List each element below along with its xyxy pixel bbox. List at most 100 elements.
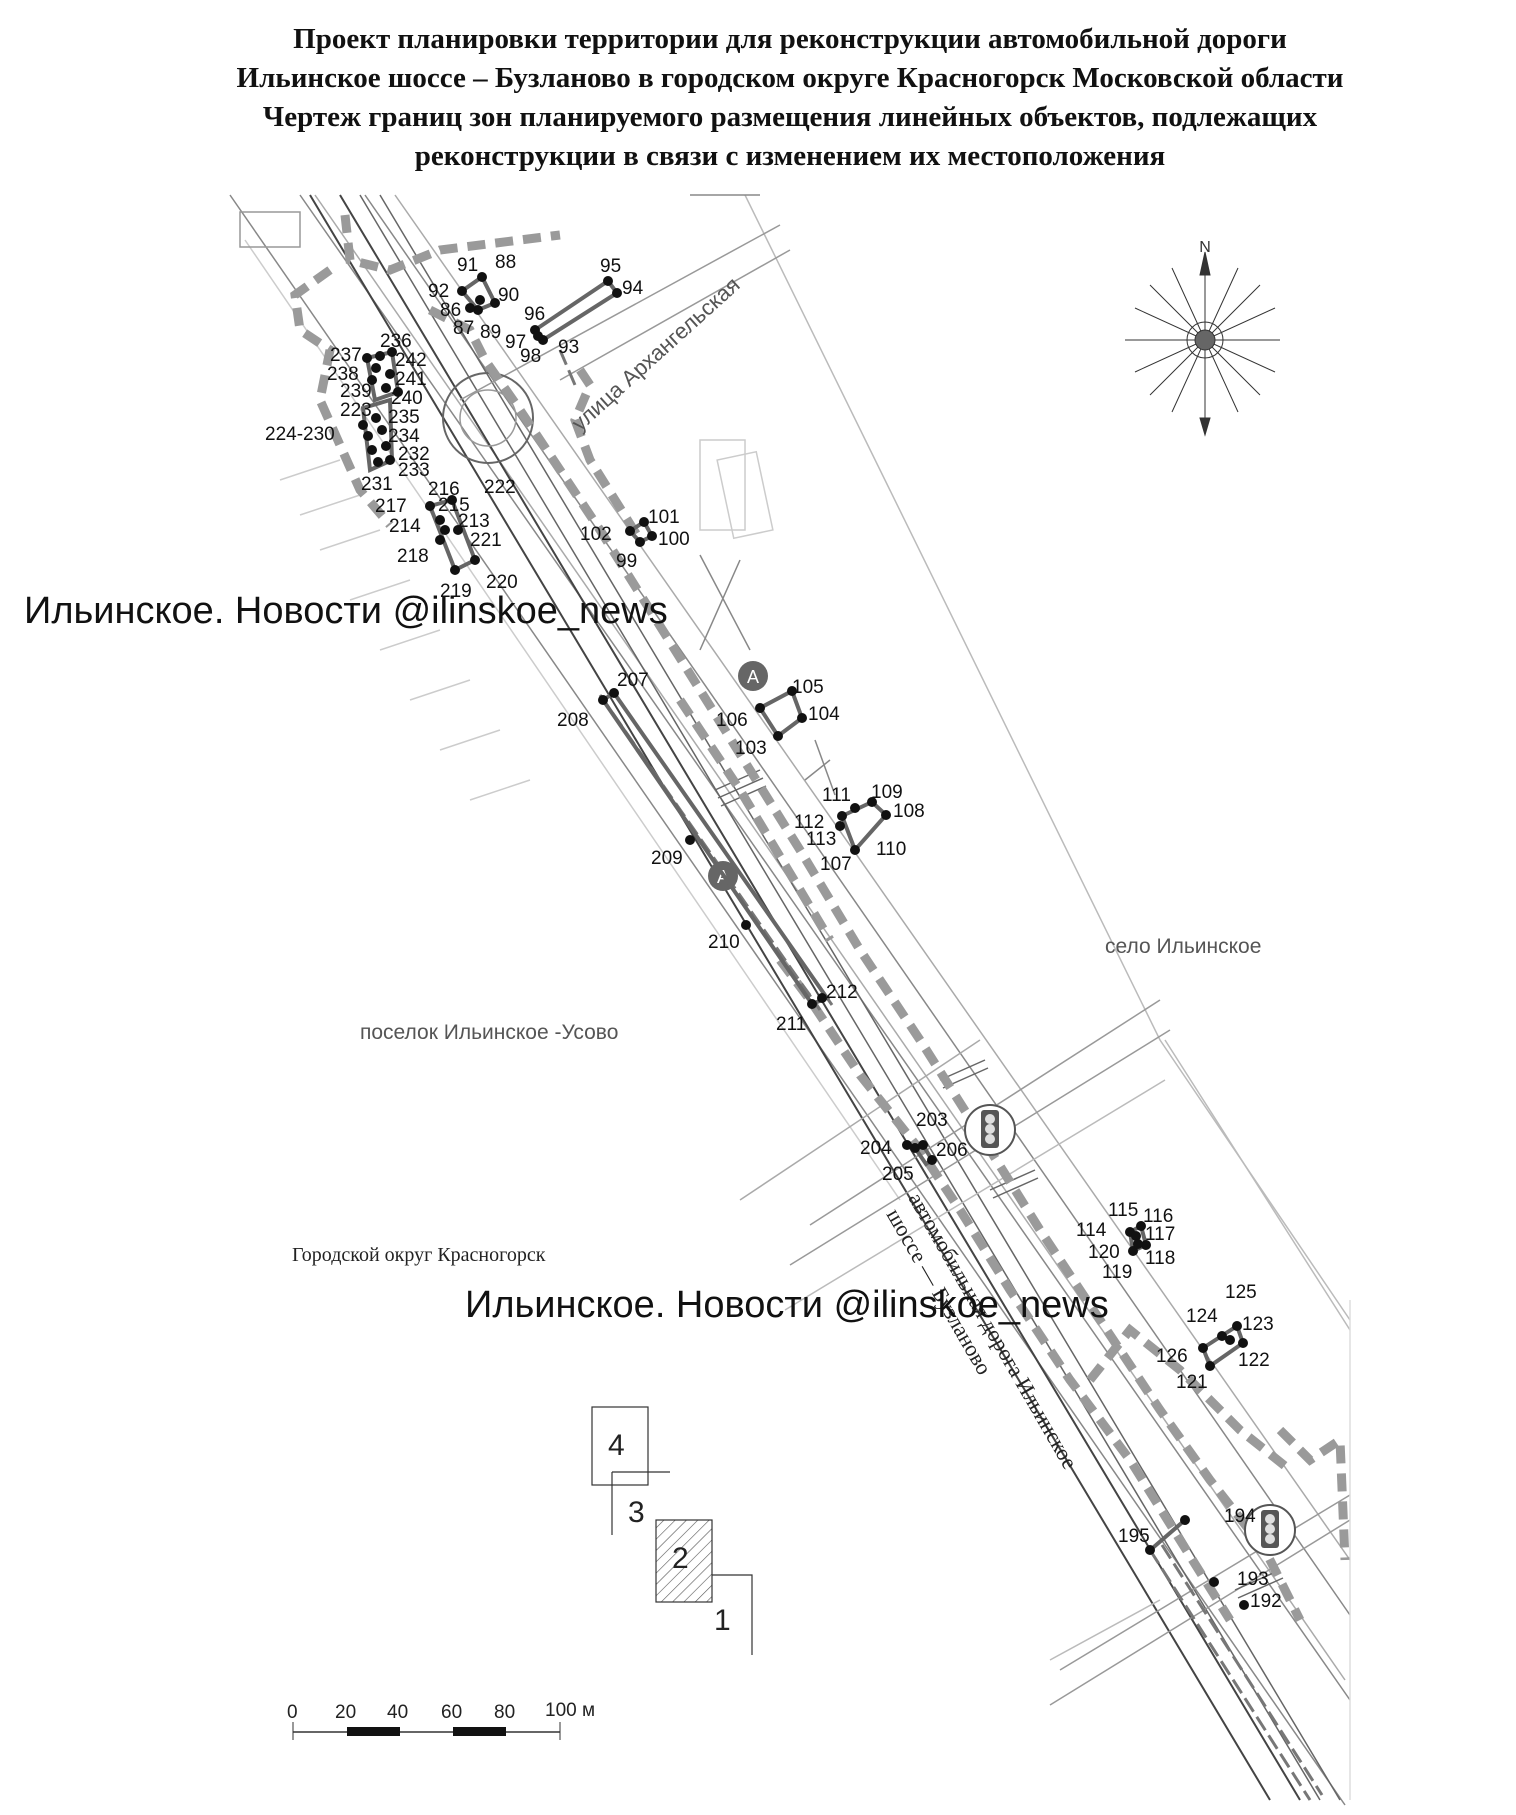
title-line-4: реконструкции в связи с изменением их ме…: [414, 140, 1166, 172]
point-label: 209: [651, 848, 683, 869]
scale-label: 0: [287, 1702, 298, 1723]
point-label: 122: [1238, 1350, 1270, 1371]
point-label: 238: [327, 364, 359, 385]
sheet-4-label: 4: [608, 1429, 625, 1462]
point-label: 121: [1176, 1372, 1208, 1393]
point-label: 211: [776, 1014, 806, 1035]
point-label: 110: [876, 839, 906, 860]
sheet-1-label: 1: [714, 1604, 731, 1637]
point-label: 111: [822, 785, 851, 806]
point-label: 95: [600, 256, 621, 277]
traffic-light-icon: [1244, 1504, 1296, 1556]
point-label: 194: [1224, 1506, 1256, 1527]
point-label: 205: [882, 1164, 914, 1185]
district-label: Городской округ Красногорск: [292, 1244, 546, 1266]
point-label: 89: [480, 322, 501, 343]
zone-boundary: [290, 214, 1350, 1623]
title-line-2: Ильинское шоссе – Бузланово в городском …: [236, 62, 1344, 94]
settlement-label: поселок Ильинское -Усово: [360, 1021, 618, 1044]
point-label: 113: [806, 829, 836, 850]
point-markers: [358, 272, 1249, 1610]
point-label: 233: [398, 460, 430, 481]
sheet-3-label: 3: [628, 1496, 645, 1529]
scale-label: 20: [335, 1702, 356, 1723]
drawing-title: Проект планировки территории для реконст…: [0, 20, 1516, 176]
title-line-3: Чертеж границ зон планируемого размещени…: [262, 101, 1318, 133]
point-label: 219: [440, 581, 472, 602]
point-label: 104: [808, 704, 840, 725]
point-label: 96: [524, 304, 545, 325]
point-label: 87: [453, 318, 474, 339]
point-label: 91: [457, 255, 478, 276]
watermark-bottom: Ильинское. Новости @ilinskoe_news: [465, 1284, 1109, 1326]
point-label: 195: [1118, 1526, 1150, 1547]
point-label: 88: [495, 252, 516, 273]
point-label: 220: [486, 572, 518, 593]
point-label: 107: [820, 854, 852, 875]
point-label: 93: [558, 337, 579, 358]
point-label: 214: [389, 516, 421, 537]
point-label: 126: [1156, 1346, 1188, 1367]
point-label: 123: [1242, 1314, 1274, 1335]
marker-a-1: A: [738, 661, 768, 691]
point-label: 241: [395, 369, 427, 390]
point-label: 105: [792, 677, 824, 698]
point-label: 217: [375, 496, 407, 517]
point-label: 99: [616, 551, 637, 572]
point-label: 90: [498, 285, 519, 306]
point-label: 101: [648, 507, 680, 528]
point-label: 236: [380, 331, 412, 352]
point-label: 86: [440, 300, 461, 321]
point-label: 206: [936, 1140, 968, 1161]
point-label: 92: [428, 281, 449, 302]
point-label: 213: [458, 511, 490, 532]
point-label: 115: [1108, 1200, 1138, 1221]
point-label: 207: [617, 670, 649, 691]
point-label: 94: [622, 278, 644, 299]
point-label: 193: [1237, 1569, 1269, 1590]
point-label: 224-230: [265, 424, 335, 445]
point-label: 106: [716, 710, 748, 731]
compass-rose-icon: [1125, 251, 1280, 437]
point-label: 120: [1088, 1242, 1120, 1263]
point-label: 192: [1250, 1591, 1282, 1612]
village-label: село Ильинское: [1105, 935, 1261, 958]
point-label: 215: [438, 495, 470, 516]
point-label: 232: [398, 444, 430, 465]
point-label: 212: [826, 982, 858, 1003]
point-label: 97: [505, 332, 526, 353]
point-label: 102: [580, 524, 612, 545]
point-label: 116: [1143, 1206, 1173, 1227]
scale-label: 100 м: [545, 1700, 595, 1721]
point-label: 112: [794, 812, 824, 833]
point-label: 218: [397, 546, 429, 567]
point-label: 108: [893, 801, 925, 822]
sheet-index: [591, 1406, 753, 1655]
point-label: 118: [1145, 1248, 1175, 1269]
street-label: улица Архангельская: [567, 272, 745, 436]
point-label: 203: [916, 1110, 948, 1131]
point-label: 124: [1186, 1306, 1218, 1327]
watermark-top: Ильинское. Новости @ilinskoe_news: [24, 590, 668, 632]
point-label: 117: [1145, 1224, 1175, 1245]
point-label: 240: [391, 388, 423, 409]
point-label: 109: [871, 782, 903, 803]
point-label: 242: [395, 350, 427, 371]
point-label: 100: [658, 529, 690, 550]
scale-label: 80: [494, 1702, 515, 1723]
point-labels: 91 88 92 90 86 87 89 95 94 96 97 98 93 1…: [265, 252, 1282, 1612]
title-line-1: Проект планировки территории для реконст…: [293, 23, 1287, 55]
scale-label: 40: [387, 1702, 408, 1723]
point-label: 125: [1225, 1282, 1257, 1303]
point-label: 98: [520, 346, 541, 367]
svg-text:A: A: [747, 667, 759, 687]
point-label: 114: [1076, 1220, 1107, 1241]
point-label: 237: [330, 345, 362, 366]
point-label: 216: [428, 479, 460, 500]
sheet-2-label: 2: [672, 1542, 689, 1575]
point-label: 223: [340, 400, 372, 421]
point-label: 208: [557, 710, 589, 731]
scale-label: 60: [441, 1702, 462, 1723]
point-label: 234: [388, 426, 420, 447]
base-map: [229, 194, 1351, 1806]
